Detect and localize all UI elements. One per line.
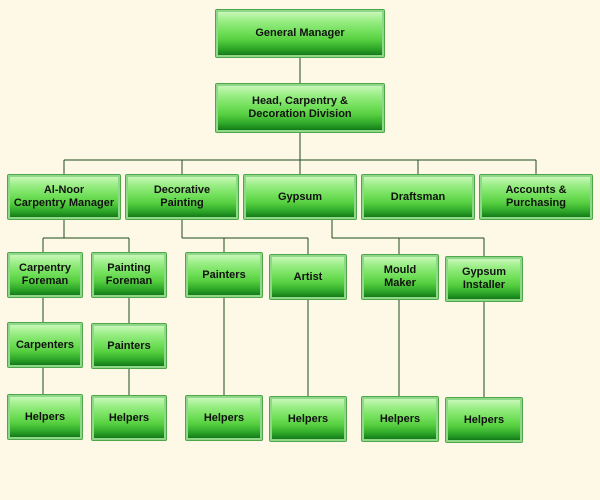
node-decorative-painting: Decorative Painting: [125, 174, 239, 220]
node-helpers: Helpers: [445, 397, 523, 443]
node-helpers: Helpers: [185, 395, 263, 441]
node-accounts-purchasing: Accounts & Purchasing: [479, 174, 593, 220]
node-gypsum-installer: Gypsum Installer: [445, 256, 523, 302]
node-painters-foreman-team: Painters: [91, 323, 167, 369]
node-artist: Artist: [269, 254, 347, 300]
node-helpers: Helpers: [361, 396, 439, 442]
node-mould-maker: Mould Maker: [361, 254, 439, 300]
node-general-manager: General Manager: [215, 9, 385, 58]
node-gypsum: Gypsum: [243, 174, 357, 220]
node-painters-decorative: Painters: [185, 252, 263, 298]
node-helpers: Helpers: [91, 395, 167, 441]
node-helpers: Helpers: [269, 396, 347, 442]
node-head-carpentry-decoration: Head, Carpentry & Decoration Division: [215, 83, 385, 133]
node-carpentry-foreman: Carpentry Foreman: [7, 252, 83, 298]
node-carpenters: Carpenters: [7, 322, 83, 368]
node-draftsman: Draftsman: [361, 174, 475, 220]
node-al-noor-carpentry-manager: Al-Noor Carpentry Manager: [7, 174, 121, 220]
node-helpers: Helpers: [7, 394, 83, 440]
node-painting-foreman: Painting Foreman: [91, 252, 167, 298]
